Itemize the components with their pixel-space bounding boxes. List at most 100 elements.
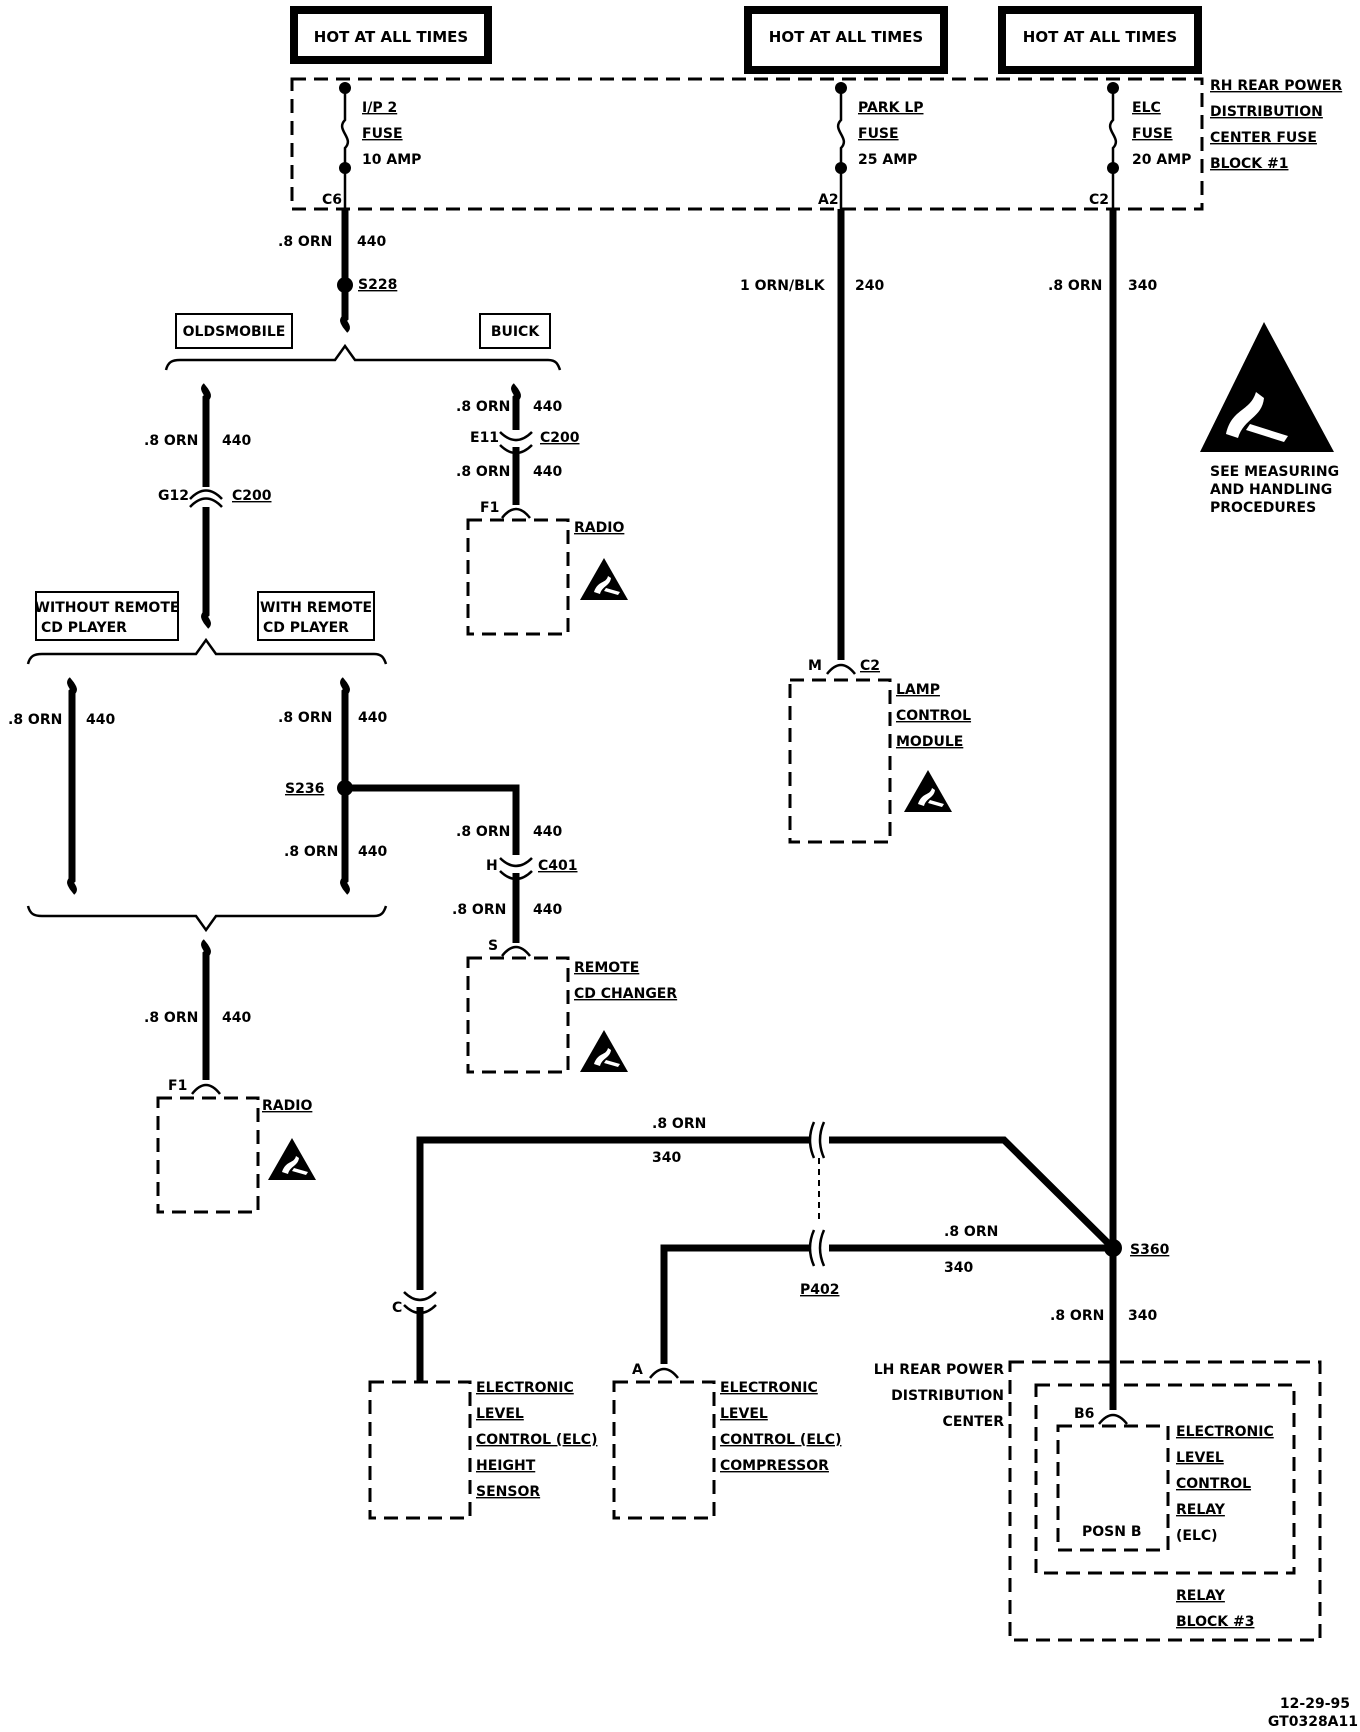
fuse-ip2: I/P 2 FUSE 10 AMP C6	[322, 82, 421, 209]
svg-text:DISTRIBUTION: DISTRIBUTION	[1210, 104, 1323, 120]
svg-text:440: 440	[222, 433, 251, 449]
option-remote-cd: WITHOUT REMOTE CD PLAYER WITH REMOTE CD …	[26, 591, 388, 665]
svg-text:RELAY: RELAY	[1176, 1588, 1226, 1604]
svg-text:LAMP: LAMP	[896, 682, 940, 698]
svg-text:.8 ORN: .8 ORN	[1048, 278, 1102, 294]
svg-text:.8 ORN: .8 ORN	[456, 824, 510, 840]
svg-text:CENTER FUSE: CENTER FUSE	[1210, 130, 1317, 146]
wire-440-top: .8 ORN 440 S228	[278, 209, 397, 333]
svg-text:.8 ORN: .8 ORN	[652, 1116, 706, 1132]
svg-text:RH REAR POWER: RH REAR POWER	[1210, 78, 1342, 94]
svg-text:CONTROL: CONTROL	[896, 708, 971, 724]
wire-440-remote-cd: .8 ORN 440 H C401 .8 ORN 440 S	[345, 784, 578, 957]
remote-cd-changer: REMOTE CD CHANGER	[466, 956, 677, 1074]
svg-text:LEVEL: LEVEL	[1176, 1450, 1224, 1466]
svg-text:.8 ORN: .8 ORN	[278, 710, 332, 726]
svg-text:440: 440	[533, 464, 562, 480]
svg-text:BLOCK #3: BLOCK #3	[1176, 1614, 1254, 1630]
svg-text:440: 440	[358, 844, 387, 860]
svg-text:.8 ORN: .8 ORN	[1050, 1308, 1104, 1324]
svg-text:.8 ORN: .8 ORN	[452, 902, 506, 918]
svg-text:CD PLAYER: CD PLAYER	[263, 620, 349, 636]
svg-text:RELAY: RELAY	[1176, 1502, 1226, 1518]
svg-text:SEE MEASURING: SEE MEASURING	[1210, 464, 1339, 480]
esd-icon	[268, 1138, 316, 1180]
svg-text:.8 ORN: .8 ORN	[144, 1010, 198, 1026]
svg-text:CENTER: CENTER	[943, 1414, 1005, 1430]
svg-text:M: M	[808, 658, 822, 674]
svg-text:ELECTRONIC: ELECTRONIC	[720, 1380, 818, 1396]
svg-text:E11: E11	[470, 430, 499, 446]
svg-text:340: 340	[1128, 1308, 1157, 1324]
svg-text:H: H	[486, 858, 498, 874]
svg-text:CONTROL (ELC): CONTROL (ELC)	[720, 1432, 841, 1448]
wire-440-without-remote: .8 ORN 440	[8, 677, 115, 895]
svg-text:12-29-95: 12-29-95	[1280, 1696, 1350, 1712]
svg-text:CONTROL: CONTROL	[1176, 1476, 1251, 1492]
svg-text:C: C	[392, 1300, 402, 1316]
hot-box-ip2: HOT AT ALL TIMES	[290, 6, 492, 64]
svg-text:I/P 2: I/P 2	[362, 100, 397, 116]
splice-s236: S236	[285, 781, 324, 797]
svg-text:DISTRIBUTION: DISTRIBUTION	[891, 1388, 1004, 1404]
svg-text:LEVEL: LEVEL	[476, 1406, 524, 1422]
option-oldsmobile-buick: OLDSMOBILE BUICK	[164, 313, 562, 371]
svg-text:POSN B: POSN B	[1082, 1524, 1142, 1540]
radio-oldsmobile: RADIO	[156, 1096, 316, 1214]
svg-text:FUSE: FUSE	[362, 126, 403, 142]
rh-block-label: RH REAR POWER DISTRIBUTION CENTER FUSE B…	[1210, 78, 1342, 172]
splice-s228: S228	[358, 277, 397, 293]
hot-label-3: HOT AT ALL TIMES	[1023, 28, 1177, 46]
elc-height-sensor: ELECTRONIC LEVEL CONTROL (ELC) HEIGHT SE…	[368, 1380, 597, 1520]
esd-icon	[580, 1030, 628, 1072]
svg-text:340: 340	[652, 1150, 681, 1166]
hot-box-elc: HOT AT ALL TIMES	[998, 6, 1202, 74]
svg-text:G12: G12	[158, 488, 189, 504]
connector-p402: P402	[800, 1282, 839, 1298]
svg-text:LH REAR POWER: LH REAR POWER	[874, 1362, 1005, 1378]
svg-text:SENSOR: SENSOR	[476, 1484, 540, 1500]
svg-text:REMOTE: REMOTE	[574, 960, 639, 976]
wire-240-lamp: 1 ORN/BLK 240 M C2	[740, 209, 884, 675]
svg-text:A: A	[632, 1362, 643, 1378]
hot-label-1: HOT AT ALL TIMES	[314, 28, 468, 46]
fuse-elc: ELC FUSE 20 AMP C2	[1089, 82, 1191, 209]
svg-text:CONTROL (ELC): CONTROL (ELC)	[476, 1432, 597, 1448]
svg-text:FUSE: FUSE	[1132, 126, 1173, 142]
splice-s360: S360	[1130, 1242, 1170, 1258]
diagram-footer: 12-29-95 GT0328A11	[1268, 1696, 1358, 1730]
svg-text:LEVEL: LEVEL	[720, 1406, 768, 1422]
svg-text:PROCEDURES: PROCEDURES	[1210, 500, 1316, 516]
lamp-control-module: LAMP CONTROL MODULE	[788, 678, 971, 844]
svg-text:.8 ORN: .8 ORN	[944, 1224, 998, 1240]
svg-text:B6: B6	[1074, 1406, 1094, 1422]
svg-text:MODULE: MODULE	[896, 734, 963, 750]
svg-text:C200: C200	[232, 488, 272, 504]
svg-text:.8 ORN: .8 ORN	[278, 234, 332, 250]
svg-text:440: 440	[357, 234, 386, 250]
radio-buick: RADIO	[466, 518, 628, 636]
svg-text:PARK LP: PARK LP	[858, 100, 924, 116]
svg-text:340: 340	[944, 1260, 973, 1276]
svg-text:GT0328A11: GT0328A11	[1268, 1714, 1358, 1730]
svg-text:25 AMP: 25 AMP	[858, 152, 917, 168]
svg-text:340: 340	[1128, 278, 1157, 294]
svg-text:10 AMP: 10 AMP	[362, 152, 421, 168]
svg-text:440: 440	[86, 712, 115, 728]
svg-text:CD CHANGER: CD CHANGER	[574, 986, 677, 1002]
svg-text:.8 ORN: .8 ORN	[144, 433, 198, 449]
wire-440-radio-oldsmobile: .8 ORN 440 F1	[26, 905, 388, 1095]
svg-text:OLDSMOBILE: OLDSMOBILE	[183, 324, 286, 340]
lh-power-distribution-center: LH REAR POWER DISTRIBUTION CENTER B6 POS…	[874, 1360, 1322, 1642]
svg-text:240: 240	[855, 278, 884, 294]
svg-text:RADIO: RADIO	[262, 1098, 312, 1114]
svg-text:ELECTRONIC: ELECTRONIC	[1176, 1424, 1274, 1440]
wire-340-compressor: .8 ORN 340 P402 A	[632, 1158, 1113, 1379]
svg-text:C2: C2	[860, 658, 880, 674]
wire-440-buick: .8 ORN 440 E11 C200 .8 ORN 440 F1	[456, 383, 580, 519]
svg-text:AND HANDLING: AND HANDLING	[1210, 482, 1332, 498]
svg-text:440: 440	[533, 902, 562, 918]
svg-text:BLOCK #1: BLOCK #1	[1210, 156, 1288, 172]
svg-text:1 ORN/BLK: 1 ORN/BLK	[740, 278, 826, 294]
